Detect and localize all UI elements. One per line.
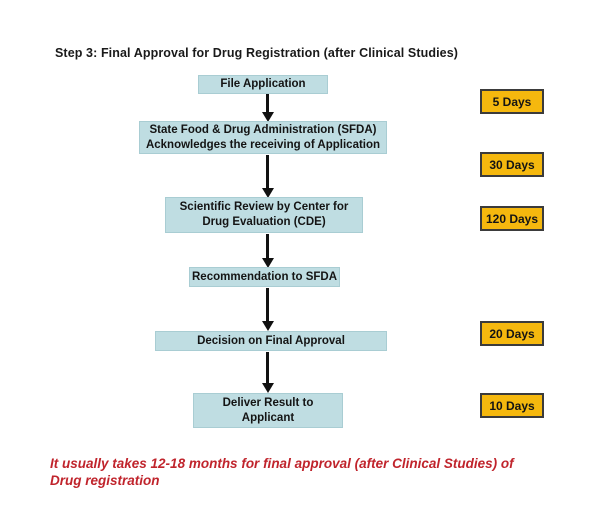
diagram-title: Step 3: Final Approval for Drug Registra… bbox=[55, 46, 459, 60]
duration-badge-10-days: 10 Days bbox=[480, 393, 544, 418]
duration-badge-30-days: 30 Days bbox=[480, 152, 544, 177]
flow-step-label: Applicant bbox=[241, 411, 295, 424]
footnote-line: Drug registration bbox=[50, 473, 160, 488]
flow-step-label: Scientific Review by Center for bbox=[179, 201, 349, 213]
flow-step-label: State Food & Drug Administration (SFDA) bbox=[149, 123, 377, 136]
footnote-line: It usually takes 12-18 months for final … bbox=[50, 456, 514, 471]
duration-badge-5-days: 5 Days bbox=[480, 89, 544, 114]
flow-step-label: Recommendation to SFDA bbox=[192, 270, 338, 283]
flow-step-decision-final-approval: Decision on Final Approval bbox=[155, 331, 387, 351]
flow-arrow-down-4 bbox=[261, 288, 274, 331]
flow-step-cde-scientific-review: Scientific Review by Center for Drug Eva… bbox=[165, 197, 363, 233]
flow-step-label: Drug Evaluation (CDE) bbox=[202, 216, 326, 228]
flow-step-sfda-acknowledgement: State Food & Drug Administration (SFDA) … bbox=[139, 121, 387, 154]
flow-step-label: Acknowledges the receiving of Applicatio… bbox=[145, 138, 381, 151]
flow-step-label: Deliver Result to bbox=[222, 396, 314, 409]
flow-step-file-application: File Application bbox=[198, 75, 328, 94]
flow-step-label: File Application bbox=[220, 78, 306, 90]
flow-arrow-down-1 bbox=[261, 94, 274, 122]
flow-arrow-down-3 bbox=[261, 234, 274, 268]
flow-step-recommendation-to-sfda: Recommendation to SFDA bbox=[189, 267, 340, 287]
duration-badge-20-days: 20 Days bbox=[480, 321, 544, 346]
flow-step-deliver-result: Deliver Result to Applicant bbox=[193, 393, 343, 428]
flow-arrow-down-2 bbox=[261, 155, 274, 198]
footnote-text: It usually takes 12-18 months for final … bbox=[50, 455, 530, 489]
flow-step-label: Decision on Final Approval bbox=[197, 334, 345, 347]
duration-badge-120-days: 120 Days bbox=[480, 206, 544, 231]
flow-arrow-down-5 bbox=[261, 352, 274, 393]
